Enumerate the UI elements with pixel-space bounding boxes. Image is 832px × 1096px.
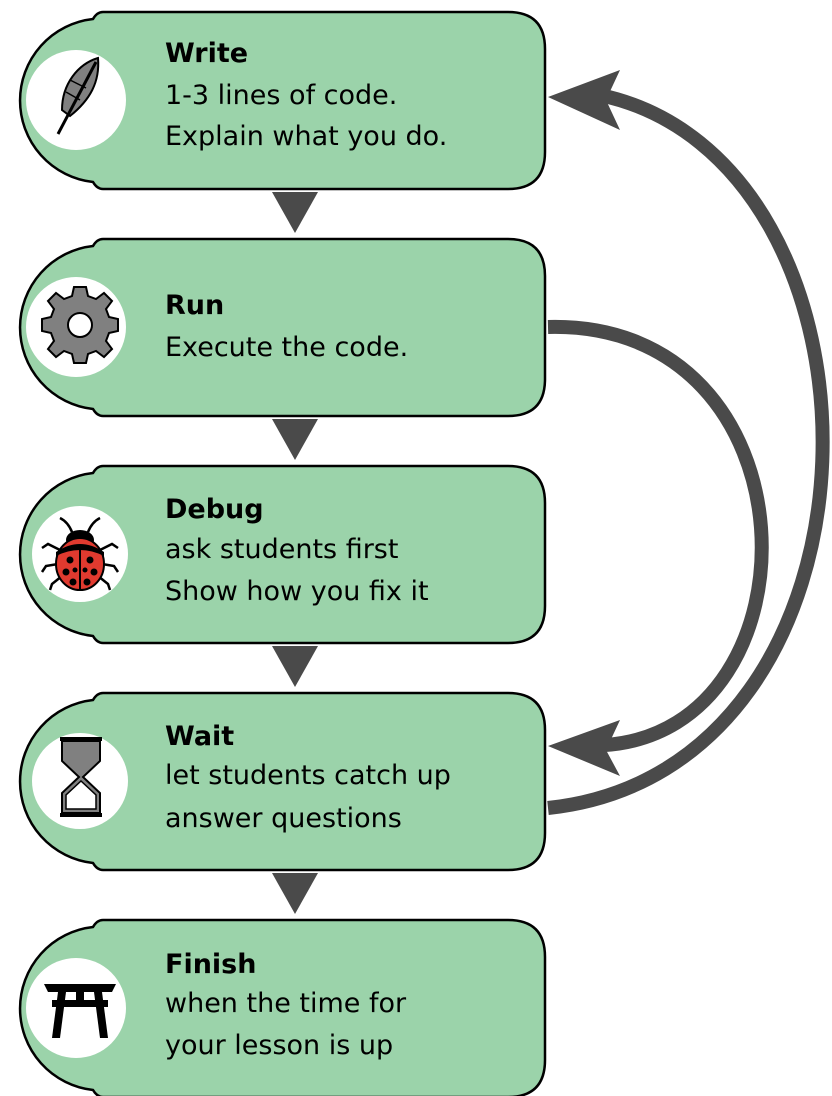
step-title: Debug bbox=[165, 494, 264, 525]
loop-arrowhead-wait bbox=[548, 720, 620, 776]
quill-icon bbox=[56, 56, 100, 135]
down-arrows bbox=[272, 192, 318, 914]
step-line: 1-3 lines of code. bbox=[165, 80, 397, 111]
down-arrow-4 bbox=[272, 873, 318, 914]
step-line: Explain what you do. bbox=[165, 121, 447, 152]
step-finish: Finish when the time for your lesson is … bbox=[18, 918, 547, 1096]
step-line: ask students first bbox=[165, 534, 398, 565]
step-run: Run Execute the code. bbox=[18, 237, 547, 418]
step-wait: Wait let students catch up answer questi… bbox=[18, 691, 547, 872]
step-title: Finish bbox=[165, 949, 256, 980]
step-title: Write bbox=[165, 38, 248, 69]
down-arrow-3 bbox=[272, 646, 318, 687]
step-line: Execute the code. bbox=[165, 332, 408, 363]
hourglass-icon bbox=[60, 737, 102, 817]
down-arrow-2 bbox=[272, 419, 318, 460]
step-write: Write 1-3 lines of code. Explain what yo… bbox=[18, 10, 547, 191]
step-line: let students catch up bbox=[165, 760, 451, 791]
torii-gate-icon bbox=[44, 984, 116, 1038]
step-line: answer questions bbox=[165, 803, 402, 834]
step-line: your lesson is up bbox=[165, 1030, 393, 1061]
step-title: Wait bbox=[165, 721, 234, 752]
down-arrow-1 bbox=[272, 192, 318, 233]
loop-arrowhead-write bbox=[548, 70, 620, 130]
loop-arrow-run-to-wait bbox=[547, 319, 769, 752]
ladybug-icon bbox=[40, 516, 120, 591]
gear-icon bbox=[41, 286, 119, 364]
loop-arrow-wait-to-write bbox=[547, 88, 830, 815]
step-title: Run bbox=[165, 290, 224, 321]
icon-circle bbox=[26, 958, 126, 1058]
step-line: when the time for bbox=[165, 988, 407, 1019]
step-debug: Debug ask students first Show how you fi… bbox=[18, 464, 547, 645]
loop-arrows bbox=[547, 70, 830, 815]
step-line: Show how you fix it bbox=[165, 576, 429, 607]
